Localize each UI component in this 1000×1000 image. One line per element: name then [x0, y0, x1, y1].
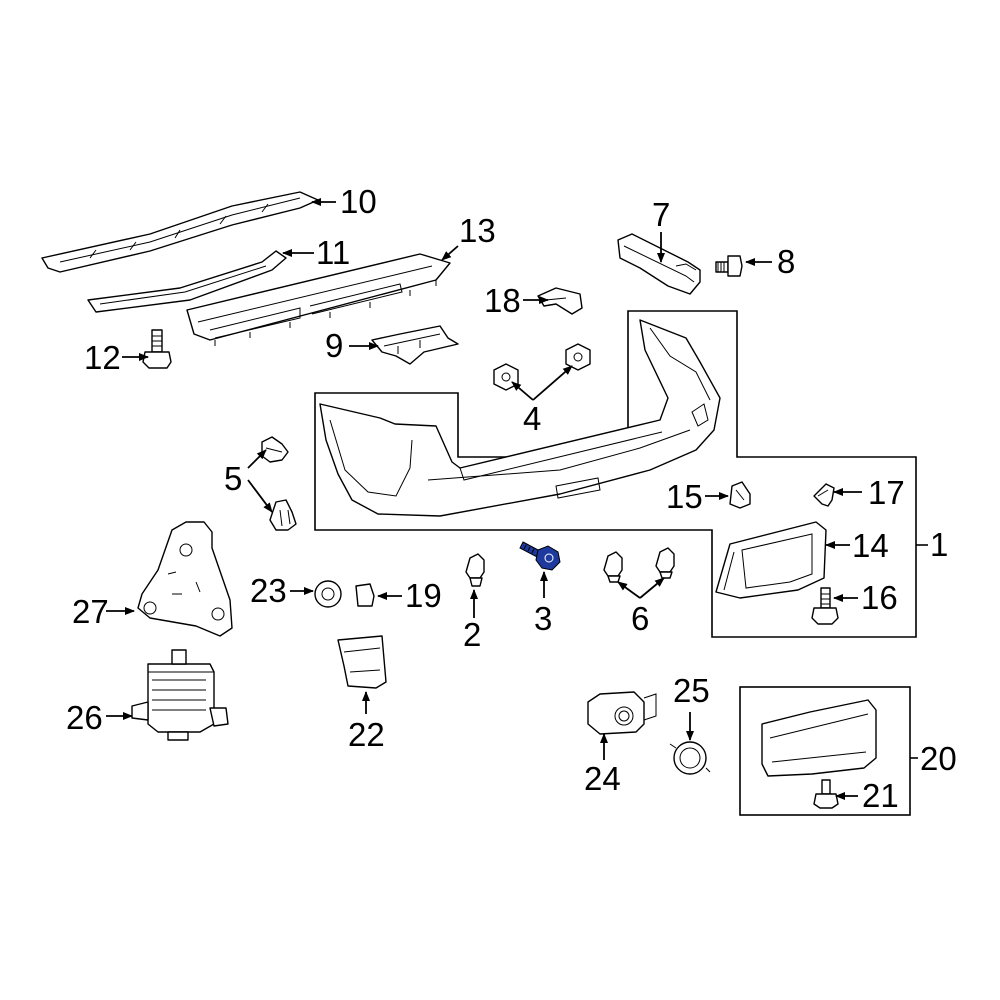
callout-18: 18	[484, 282, 521, 319]
clip-2[interactable]	[465, 553, 485, 587]
clip-5-lower[interactable]	[269, 499, 297, 531]
bracket-18[interactable]	[537, 287, 583, 315]
callout-23: 23	[250, 572, 287, 609]
callout-19: 19	[405, 577, 442, 614]
callout-10: 10	[340, 183, 377, 220]
bracket-9[interactable]	[371, 325, 459, 365]
clip-5-upper[interactable]	[261, 436, 289, 463]
callout-25: 25	[673, 672, 710, 709]
step-pad-20[interactable]	[761, 699, 877, 777]
bolt-3-highlighted[interactable]	[519, 541, 561, 571]
bolt-21[interactable]	[813, 779, 839, 809]
grommet-23[interactable]	[314, 580, 342, 608]
bumper-assembly-frame	[314, 310, 917, 638]
callout-2: 2	[463, 616, 481, 653]
bolt-12[interactable]	[142, 329, 172, 369]
bolt-16[interactable]	[811, 587, 839, 625]
sensor-24[interactable]	[587, 691, 657, 735]
step-pad-14[interactable]	[715, 521, 827, 599]
nut-4-left[interactable]	[493, 363, 519, 391]
callout-21: 21	[862, 777, 899, 814]
callout-11: 11	[316, 234, 350, 271]
clip-6-right[interactable]	[655, 547, 675, 579]
callout-27: 27	[72, 593, 109, 630]
clip-15[interactable]	[729, 481, 751, 509]
reinforcement-plate[interactable]	[186, 253, 451, 346]
module-26[interactable]	[131, 649, 229, 741]
step-pad-frame	[739, 686, 911, 816]
bumper-cover[interactable]	[319, 319, 721, 517]
callout-4: 4	[523, 400, 541, 437]
clip-6-left[interactable]	[603, 551, 623, 583]
mount-bracket-27[interactable]	[137, 521, 233, 637]
callout-12: 12	[84, 339, 121, 376]
bolt-8[interactable]	[715, 255, 743, 277]
callout-22: 22	[348, 716, 385, 753]
callout-8: 8	[777, 243, 795, 280]
callout-labels: 1 2 3 4 5 6 7 8 9 10 11 12 13 14 15 16 1…	[66, 183, 957, 814]
callout-26: 26	[66, 699, 103, 736]
side-bracket[interactable]	[617, 233, 701, 295]
pad-19[interactable]	[355, 583, 375, 607]
callout-1: 1	[930, 526, 948, 563]
bracket-17[interactable]	[813, 483, 835, 507]
callout-17: 17	[868, 474, 905, 511]
energy-absorber-upper[interactable]	[41, 191, 319, 273]
callout-15: 15	[666, 478, 703, 515]
callout-5: 5	[224, 460, 242, 497]
callout-24: 24	[584, 760, 621, 797]
callout-9: 9	[325, 327, 343, 364]
callout-3: 3	[534, 600, 552, 637]
callout-6: 6	[631, 600, 649, 637]
callout-7: 7	[652, 196, 670, 233]
callout-16: 16	[861, 579, 898, 616]
retainer-25[interactable]	[669, 741, 711, 775]
cover-22[interactable]	[337, 635, 387, 689]
callout-14: 14	[852, 527, 889, 564]
callout-20: 20	[920, 740, 957, 777]
retainer-strip[interactable]	[87, 250, 287, 313]
callout-13: 13	[459, 212, 496, 249]
leader-lines	[106, 198, 862, 800]
nut-4-right[interactable]	[565, 343, 591, 371]
